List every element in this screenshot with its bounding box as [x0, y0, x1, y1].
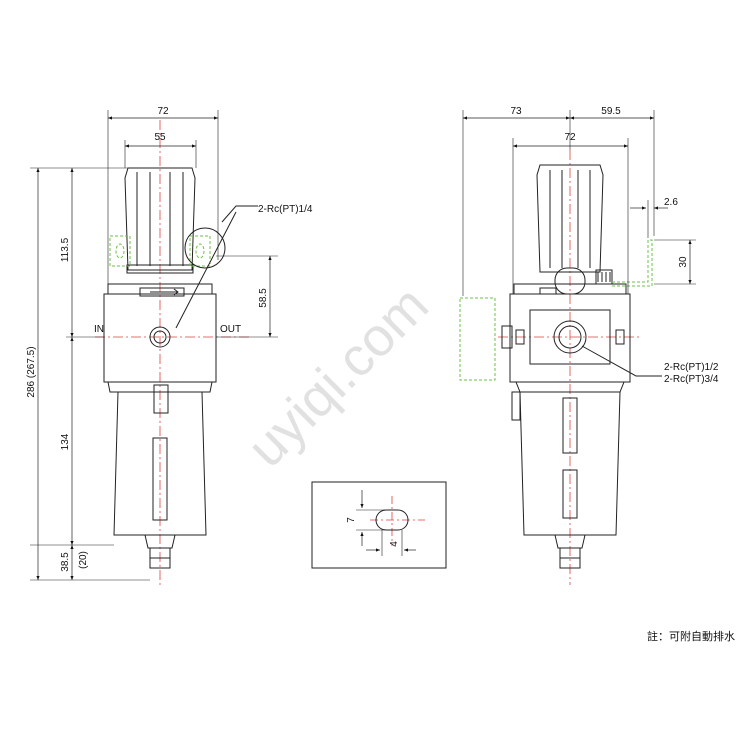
front-port-outer: [149, 326, 171, 348]
dim-4: 4: [389, 541, 400, 547]
side-main-body: [501, 283, 631, 383]
outlet-label: OUT: [220, 324, 241, 335]
gauge-port-leader: [221, 205, 258, 223]
side-port-leader: [581, 345, 662, 377]
slot-detail: [311, 481, 447, 569]
side-bracket: [459, 239, 653, 381]
side-regulator-knob: [536, 164, 613, 295]
dim-20: (20): [78, 551, 89, 569]
slot-detail-frame: [311, 481, 447, 569]
front-main-body: [103, 283, 217, 393]
main-port-label-1: 2-Rc(PT)1/2: [664, 362, 719, 373]
gauge-port-label: 2-Rc(PT)1/4: [258, 204, 313, 215]
front-port-inner: [153, 330, 167, 344]
side-port-inner: [558, 325, 582, 349]
dim-73: 73: [510, 106, 522, 117]
front-bowl: [113, 384, 207, 569]
side-port-outer: [553, 320, 587, 354]
dim-286: 286 (267.5): [26, 346, 37, 397]
dim-113-5: 113.5: [60, 237, 71, 262]
gauge-port-leader-2: [175, 211, 237, 329]
note-text: 註：可附自動排水: [647, 629, 735, 643]
front-bracket: [109, 235, 211, 267]
dim-59-5: 59.5: [601, 106, 621, 117]
dim-134: 134: [60, 433, 71, 450]
front-view: [30, 110, 278, 585]
dim-30: 30: [678, 256, 689, 268]
dim-2-6: 2.6: [664, 197, 678, 208]
dim-72-side: 72: [564, 132, 576, 143]
main-port-label-2: 2-Rc(PT)3/4: [664, 374, 719, 385]
gauge-port-circle: [184, 227, 226, 269]
dim-38-5: 38.5: [60, 552, 71, 572]
front-regulator-knob: [124, 167, 196, 274]
inlet-label: IN: [94, 324, 104, 335]
side-view: [459, 110, 696, 585]
side-bowl: [511, 381, 625, 569]
dim-58-5: 58.5: [258, 288, 269, 308]
dim-72: 72: [157, 106, 169, 117]
dim-55: 55: [154, 132, 166, 143]
dim-7: 7: [346, 517, 357, 523]
